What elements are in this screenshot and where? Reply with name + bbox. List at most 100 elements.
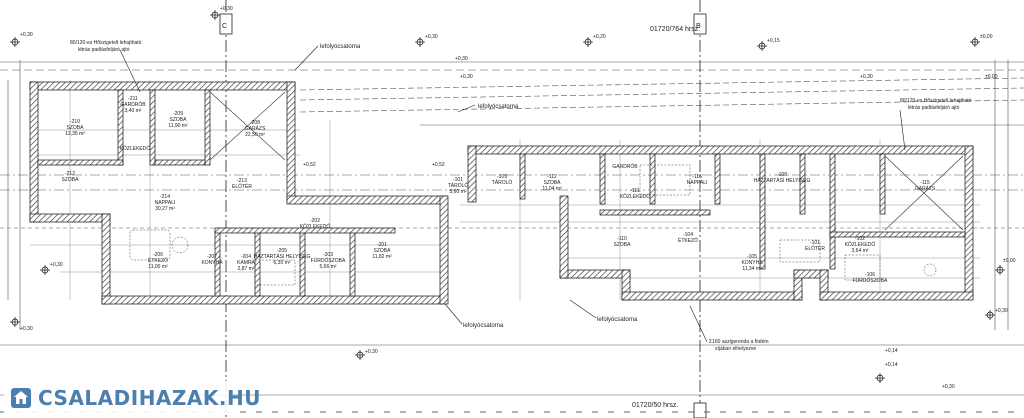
axis-b-label: B xyxy=(696,23,701,30)
svg-text:+0,30: +0,30 xyxy=(460,74,473,80)
svg-text:-203: -203 xyxy=(323,252,333,258)
svg-text:SZOBA: SZOBA xyxy=(62,177,80,183)
svg-text:-110: -110 xyxy=(617,236,627,242)
svg-text:FÜRDŐSZOBA: FÜRDŐSZOBA xyxy=(853,277,888,284)
svg-text:GARÁZS: GARÁZS xyxy=(915,185,936,192)
svg-text:+0,30: +0,30 xyxy=(365,349,378,355)
svg-text:SZOBA: SZOBA xyxy=(374,248,392,254)
svg-text:SZOBA: SZOBA xyxy=(614,242,632,248)
svg-text:-207: -207 xyxy=(207,254,217,260)
ladder-note-right-1: 80/120-es Hőszigetelt lehajtható xyxy=(900,98,972,104)
svg-text:-210: -210 xyxy=(70,119,80,125)
svg-text:-202: -202 xyxy=(310,218,320,224)
svg-text:11,00 m²: 11,00 m² xyxy=(148,264,168,270)
svg-text:3,64 m²: 3,64 m² xyxy=(852,248,869,254)
svg-text:-102: -102 xyxy=(855,236,865,242)
axis-markers: C B xyxy=(219,13,707,418)
svg-text:+0,20: +0,20 xyxy=(593,34,606,40)
svg-text:KÖZLEKEDŐ: KÖZLEKEDŐ xyxy=(845,241,876,248)
culvert-note-1: Σ160 aszlgerenda a födém xyxy=(709,339,769,345)
svg-text:+0,30: +0,30 xyxy=(942,384,955,390)
culvert-note-2: síjában elhelyezve xyxy=(715,346,756,352)
svg-text:ÉTKEZŐ: ÉTKEZŐ xyxy=(678,237,698,244)
svg-text:5,66 m²: 5,66 m² xyxy=(320,264,337,270)
svg-text:KAMRA: KAMRA xyxy=(237,260,255,266)
svg-text:-106: -106 xyxy=(865,272,875,278)
watermark-text: CSALADIHAZAK.HU xyxy=(38,385,261,410)
svg-text:ÉTKEZŐ: ÉTKEZŐ xyxy=(148,257,168,264)
svg-text:KÖZLEKEDŐ: KÖZLEKEDŐ xyxy=(300,223,331,230)
svg-text:SZOBA: SZOBA xyxy=(544,180,562,186)
svg-text:-101: -101 xyxy=(453,177,463,183)
svg-text:+0,15: +0,15 xyxy=(767,38,780,44)
ladder-note-left-2: létrás padlásfeljáró ajtó xyxy=(78,47,130,53)
svg-text:-213: -213 xyxy=(237,178,247,184)
gutter-note-4: lefolyócsatorna xyxy=(597,317,638,323)
svg-text:13,35 m²: 13,35 m² xyxy=(65,131,85,137)
elevation-markers xyxy=(10,10,1005,383)
svg-text:11,82 m²: 11,82 m² xyxy=(372,254,392,260)
garage-x-marks xyxy=(209,91,964,231)
furniture-outlines xyxy=(129,164,937,286)
parcel-top-label: 01720/764 hrsz. xyxy=(650,26,700,33)
svg-text:-115: -115 xyxy=(920,180,930,186)
gutter-note-3: lefolyócsatorna xyxy=(463,323,504,329)
svg-text:-105: -105 xyxy=(747,254,757,260)
room-label: KÖZLEKEDŐ xyxy=(120,145,151,152)
svg-text:+0,30: +0,30 xyxy=(995,308,1008,314)
svg-text:+0,52: +0,52 xyxy=(432,162,445,168)
site-lines xyxy=(0,60,1024,396)
gutter-note-1: lefolyócsatorna xyxy=(320,44,361,50)
svg-text:-108: -108 xyxy=(777,172,787,178)
svg-text:+0,30: +0,30 xyxy=(50,262,63,268)
svg-text:-112: -112 xyxy=(547,174,557,180)
svg-text:SZOBA: SZOBA xyxy=(67,125,85,131)
watermark-logo: CSALADIHAZAK.HU xyxy=(4,381,260,414)
svg-text:±0,00: ±0,00 xyxy=(980,34,993,40)
svg-text:HÁZTARTÁSI HELYISÉG: HÁZTARTÁSI HELYISÉG xyxy=(254,253,311,260)
house-logo-icon xyxy=(11,387,31,408)
svg-text:-201: -201 xyxy=(377,242,387,248)
gutter-note-2: lefolyócsatorna xyxy=(478,104,519,110)
svg-text:-109: -109 xyxy=(497,174,507,180)
svg-text:+0,52: +0,52 xyxy=(303,162,316,168)
svg-text:-209: -209 xyxy=(173,111,183,117)
room-label: GARDRÓB xyxy=(612,163,638,170)
svg-text:-206: -206 xyxy=(153,252,163,258)
svg-text:SZOBA: SZOBA xyxy=(170,117,188,123)
svg-text:+0,30: +0,30 xyxy=(20,326,33,332)
ladder-note-left-1: 80/120-es Hőszigetelt lehajtható xyxy=(70,40,142,46)
svg-text:ELŐTÉR: ELŐTÉR xyxy=(232,183,252,190)
svg-text:HÁZTARTÁSI HELYISÉG: HÁZTARTÁSI HELYISÉG xyxy=(754,177,811,184)
svg-text:KONYHA: KONYHA xyxy=(201,260,223,266)
svg-text:-214: -214 xyxy=(160,194,170,200)
svg-text:FÜRDŐSZOBA: FÜRDŐSZOBA xyxy=(311,257,346,264)
svg-text:-204: -204 xyxy=(241,254,251,260)
svg-text:-116: -116 xyxy=(692,174,702,180)
svg-text:11,04 m²: 11,04 m² xyxy=(542,186,562,192)
svg-text:+0,30: +0,30 xyxy=(455,56,468,62)
svg-text:GARDRÓB: GARDRÓB xyxy=(120,101,146,108)
svg-text:±0,00: ±0,00 xyxy=(985,74,998,80)
svg-text:-111: -111 xyxy=(630,188,639,194)
gutter-leaders xyxy=(119,45,906,343)
axis-c-label: C xyxy=(222,23,227,30)
svg-text:-208: -208 xyxy=(250,120,260,126)
parcel-bottom-label: 01720/50 hrsz. xyxy=(632,402,678,409)
svg-text:KÖZLEKEDŐ: KÖZLEKEDŐ xyxy=(620,193,651,200)
svg-text:11,90 m²: 11,90 m² xyxy=(168,123,188,129)
